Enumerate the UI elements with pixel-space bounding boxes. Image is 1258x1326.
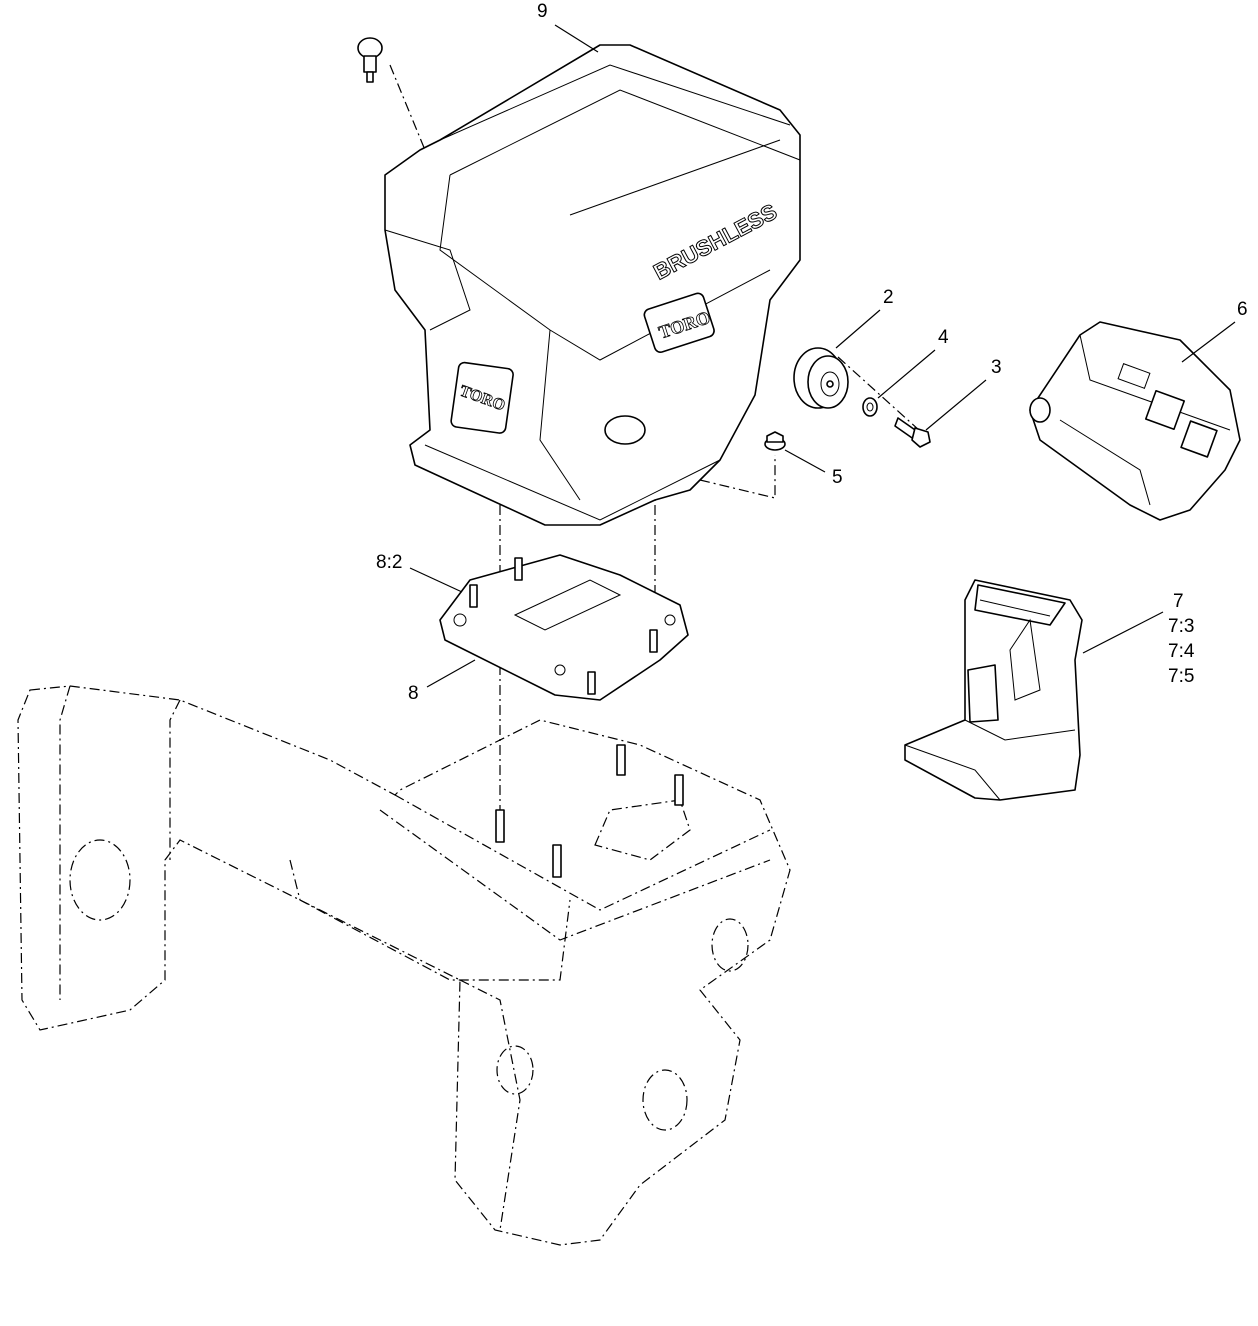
- callout-8: 8: [408, 683, 419, 704]
- callout-8-2: 8:2: [376, 552, 403, 573]
- snowthrower-housing-phantom: [17, 685, 791, 1246]
- safety-key: [357, 37, 383, 83]
- callout-6: 6: [1237, 299, 1248, 320]
- leader-lines: [409, 24, 1236, 688]
- pulley: [793, 347, 849, 409]
- callout-9: 9: [537, 1, 548, 22]
- callout-7-5: 7:5: [1168, 666, 1195, 687]
- callout-4: 4: [938, 327, 949, 348]
- callout-7: 7: [1173, 591, 1184, 612]
- washer: [862, 397, 878, 417]
- callout-7-4: 7:4: [1168, 641, 1195, 662]
- callout-5: 5: [832, 467, 843, 488]
- flange-nut: [764, 431, 786, 451]
- callout-2: 2: [883, 287, 894, 308]
- battery-pack: [1029, 321, 1241, 521]
- battery-charger: [904, 579, 1083, 801]
- motor-housing: [384, 44, 801, 526]
- bolt: [894, 417, 931, 448]
- housing-studs: [495, 744, 684, 878]
- mounting-plate: [439, 554, 689, 701]
- callout-7-3: 7:3: [1168, 616, 1195, 637]
- callout-3: 3: [991, 357, 1002, 378]
